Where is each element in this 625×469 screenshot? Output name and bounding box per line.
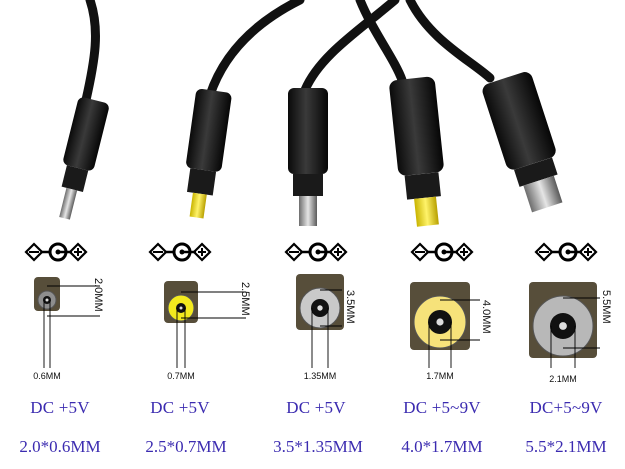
plug-3.5x1.35 bbox=[288, 88, 328, 226]
polarity-symbols bbox=[24, 242, 598, 262]
polarity-symbol bbox=[24, 242, 88, 262]
voltage-label: DC +5~9V bbox=[403, 398, 481, 417]
voltage-label: DC +5V bbox=[30, 398, 90, 417]
polarity-symbol bbox=[534, 242, 598, 262]
pin-diameter-label: 0.6MM bbox=[33, 371, 61, 381]
pin-diameter-label: 0.7MM bbox=[167, 371, 195, 381]
polarity-symbol bbox=[410, 242, 474, 262]
pin-diameter-label: 1.7MM bbox=[426, 371, 454, 381]
pin-diameter-label: 1.35MM bbox=[303, 371, 337, 381]
outer-diameter-label: 3.5MM bbox=[344, 290, 356, 324]
outer-diameter-label: 4.0MM bbox=[480, 300, 492, 334]
plug-5.5x2.1 bbox=[482, 72, 563, 213]
tip-closeup bbox=[529, 282, 600, 368]
tip-closeup bbox=[34, 277, 100, 368]
polarity-symbol bbox=[148, 242, 212, 262]
tip-closeup bbox=[164, 281, 246, 368]
size-label: 2.0*0.6MM bbox=[19, 437, 101, 456]
polarity-symbol bbox=[284, 242, 348, 262]
outer-diameter-label: 2.5MM bbox=[239, 282, 251, 316]
voltage-label: DC +5V bbox=[150, 398, 210, 417]
size-label: 2.5*0.7MM bbox=[145, 437, 227, 456]
plug-2.5x0.7 bbox=[186, 88, 232, 219]
plug-4.0x1.7 bbox=[389, 76, 444, 227]
tip-closeup bbox=[296, 274, 344, 368]
pin-diameter-label: 2.1MM bbox=[549, 374, 577, 384]
size-label: 5.5*2.1MM bbox=[525, 437, 607, 456]
size-label: 3.5*1.35MM bbox=[273, 437, 363, 456]
outer-diameter-label: 5.5MM bbox=[600, 290, 612, 324]
voltage-label: DC +5V bbox=[286, 398, 346, 417]
plug-2.0x0.6 bbox=[59, 97, 109, 220]
voltage-label: DC+5~9V bbox=[529, 398, 603, 417]
tip-closeup bbox=[410, 282, 480, 368]
outer-diameter-label: 2.0MM bbox=[92, 278, 104, 312]
cables bbox=[81, 0, 495, 105]
size-label: 4.0*1.7MM bbox=[401, 437, 483, 456]
tip-closeups bbox=[34, 274, 600, 368]
